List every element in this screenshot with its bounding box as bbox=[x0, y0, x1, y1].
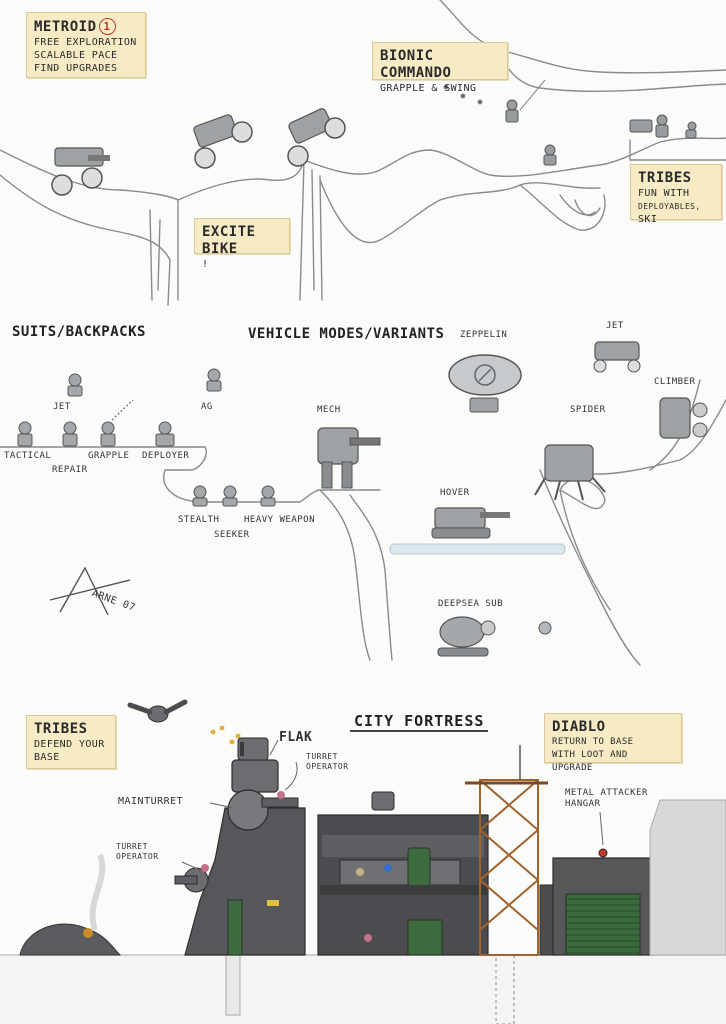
note-tribes-top-line-2: DEPLOYABLES, bbox=[638, 202, 701, 211]
small-figures-top bbox=[505, 99, 697, 166]
label-hangar: METAL ATTACKER HANGAR bbox=[565, 788, 648, 809]
hover-water-surface bbox=[389, 543, 566, 555]
jet-vehicle bbox=[593, 341, 641, 373]
mech-vehicle bbox=[317, 427, 381, 489]
note-metroid-line-2: SCALABLE PACE bbox=[34, 50, 118, 61]
note-excite-bike: EXCITE BIKE ! bbox=[194, 218, 290, 270]
label-suit-deployer: DEPLOYER bbox=[142, 451, 190, 461]
swing-rope-sketch bbox=[443, 79, 546, 111]
fortress-hangar bbox=[539, 799, 726, 956]
note-tribes-top-line-3: SKI bbox=[638, 214, 658, 225]
deepsea-sub-vehicle bbox=[437, 616, 552, 657]
label-suit-grapple: GRAPPLE bbox=[88, 451, 130, 461]
spider-vehicle bbox=[534, 444, 606, 501]
note-bionic-title: BIONIC COMMANDO bbox=[380, 48, 452, 81]
label-vehicle-deepsea-sub: DEEPSEA SUB bbox=[438, 599, 504, 609]
artist-signature-mark bbox=[49, 566, 131, 616]
rust-crane-tower bbox=[465, 745, 548, 956]
label-suit-stealth: STEALTH bbox=[178, 515, 220, 525]
zeppelin-vehicle bbox=[448, 354, 522, 413]
buggy-vehicle-1 bbox=[51, 147, 110, 196]
wreck-debris bbox=[19, 853, 122, 956]
label-vehicle-spider: SPIDER bbox=[570, 405, 606, 415]
label-turret-operator-left: TURRET OPERATOR bbox=[116, 842, 159, 861]
buggy-vehicle-2 bbox=[193, 114, 253, 169]
flying-drone bbox=[127, 699, 188, 723]
top-terrain-sketch bbox=[0, 0, 726, 306]
note-metroid-line-1: FREE EXPLORATION bbox=[34, 37, 137, 48]
note-excite-title: EXCITE BIKE bbox=[202, 224, 256, 257]
label-flak: FLAK bbox=[279, 730, 313, 745]
note-tribes-top-title: TRIBES bbox=[638, 170, 692, 186]
note-tribes-top-line-1: FUN WITH bbox=[638, 188, 690, 199]
note-tribes-bottom-line-2: BASE bbox=[34, 752, 60, 763]
section-city-fortress: CITY FORTRESS bbox=[350, 712, 489, 732]
label-vehicle-jet: JET bbox=[606, 321, 624, 331]
note-bionic-commando: BIONIC COMMANDO GRAPPLE & SWING bbox=[372, 42, 508, 94]
grapple-chain bbox=[111, 399, 134, 421]
note-excite-line-1: ! bbox=[202, 259, 209, 270]
label-suit-ag: AG bbox=[201, 402, 213, 412]
note-tribes-bottom: TRIBES DEFEND YOUR BASE bbox=[26, 715, 116, 769]
fortress-ground bbox=[0, 954, 726, 1024]
label-vehicle-hover: HOVER bbox=[440, 488, 470, 498]
label-main-turret: MAINTURRET bbox=[118, 796, 184, 807]
note-diablo-line-2: WITH LOOT AND UPGRADE bbox=[552, 750, 628, 773]
note-metroid-badge: 1 bbox=[98, 18, 116, 35]
buggy-vehicle-3 bbox=[287, 108, 346, 167]
label-turret-operator-top: TURRET OPERATOR bbox=[306, 752, 349, 771]
note-tribes-bottom-title: TRIBES bbox=[34, 721, 88, 737]
note-tribes-bottom-line-1: DEFEND YOUR bbox=[34, 739, 105, 750]
label-suit-tactical: TACTICAL bbox=[4, 451, 52, 461]
flak-bullets bbox=[210, 725, 241, 745]
label-suit-jet: JET bbox=[53, 402, 71, 412]
callout-lines bbox=[181, 739, 604, 871]
section-suits-backpacks: SUITS/BACKPACKS bbox=[12, 324, 146, 340]
suit-figures bbox=[17, 368, 276, 507]
fortress-main-tower bbox=[174, 737, 306, 956]
fortress-central-building bbox=[267, 791, 489, 956]
label-vehicle-zeppelin: ZEPPELIN bbox=[460, 330, 508, 340]
climber-vehicle bbox=[659, 397, 708, 439]
note-tribes-top: TRIBES FUN WITH DEPLOYABLES, SKI bbox=[630, 164, 722, 225]
label-vehicle-mech: MECH bbox=[317, 405, 341, 415]
label-suit-seeker: SEEKER bbox=[214, 530, 250, 540]
label-suit-repair: REPAIR bbox=[52, 465, 88, 475]
note-diablo-title: DIABLO bbox=[552, 719, 606, 735]
hover-vehicle bbox=[431, 507, 510, 539]
section-vehicle-modes: VEHICLE MODES/VARIANTS bbox=[248, 326, 445, 342]
note-bionic-line-1: GRAPPLE & SWING bbox=[380, 83, 477, 94]
label-vehicle-climber: CLIMBER bbox=[654, 377, 696, 387]
note-diablo: DIABLO RETURN TO BASE WITH LOOT AND UPGR… bbox=[544, 713, 682, 773]
note-metroid-line-3: FIND UPGRADES bbox=[34, 63, 118, 74]
note-diablo-line-1: RETURN TO BASE bbox=[552, 737, 634, 747]
label-suit-heavy-weapon: HEAVY WEAPON bbox=[244, 515, 316, 525]
